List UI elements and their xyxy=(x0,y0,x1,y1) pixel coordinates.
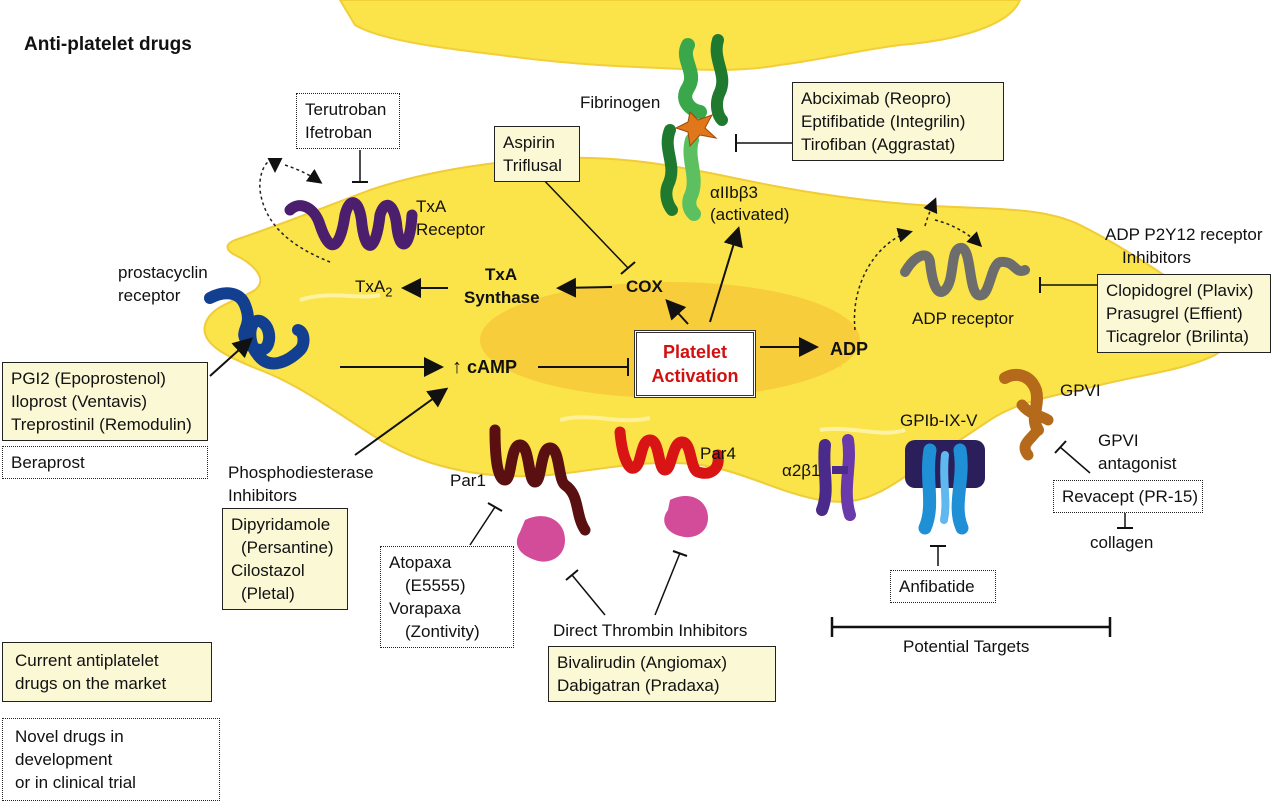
diagram-title: Anti-platelet drugs xyxy=(24,34,192,55)
par4-shape xyxy=(614,426,724,538)
txa-synthase-label-1: TxA xyxy=(485,265,518,284)
legend-text: development xyxy=(15,750,113,769)
camp-text: cAMP xyxy=(467,357,518,377)
par1-label: Par1 xyxy=(450,471,486,490)
drug-name: Bivalirudin (Angiomax) xyxy=(557,653,728,672)
drug-name: (E5555) xyxy=(405,576,466,595)
drug-name: (Zontivity) xyxy=(405,622,480,641)
drug-name: Prasugrel (Effient) xyxy=(1106,304,1243,323)
adp-receptor-label: ADP receptor xyxy=(912,309,1014,328)
terutroban-box: Terutroban Ifetroban xyxy=(296,93,400,149)
drug-name: Iloprost (Ventavis) xyxy=(11,392,148,411)
dipyridamole-box: Dipyridamole (Persantine) Cilostazol (Pl… xyxy=(222,508,348,610)
drug-name: Beraprost xyxy=(11,453,85,472)
gpvi-antagonist-caption-1: GPVI xyxy=(1098,431,1139,450)
legend-text: or in clinical trial xyxy=(15,773,136,792)
txa-receptor-label-1: TxA xyxy=(416,197,447,216)
drug-name: Abciximab (Reopro) xyxy=(801,89,952,108)
fibrinogen-label: Fibrinogen xyxy=(580,93,661,112)
drug-name: PGI2 (Epoprostenol) xyxy=(11,369,166,388)
camp-arrow: ↑ xyxy=(452,356,462,378)
drug-name: Treprostinil (Remodulin) xyxy=(11,415,192,434)
revacept-box: Revacept (PR-15) xyxy=(1053,480,1203,513)
aspirin-box: Aspirin Triflusal xyxy=(494,126,580,182)
txa-receptor-shape xyxy=(284,197,418,251)
legend-text: Novel drugs in xyxy=(15,727,124,746)
drug-name: Anfibatide xyxy=(899,577,975,596)
integrin-shape xyxy=(660,34,729,221)
adp-label: ADP xyxy=(830,339,869,359)
legend-novel: Novel drugs in development or in clinica… xyxy=(2,718,220,801)
drug-name: Aspirin xyxy=(503,133,555,152)
drug-name: Dipyridamole xyxy=(231,515,331,534)
p2y12-caption-2: Inhibitors xyxy=(1122,248,1191,267)
gpib-label: GPIb-IX-V xyxy=(900,411,978,430)
prostacyclin-label-2: receptor xyxy=(118,286,181,305)
drug-name: Ticagrelor (Brilinta) xyxy=(1106,327,1249,346)
gpib-shape xyxy=(905,440,985,535)
pde-caption-1: Phosphodiesterase xyxy=(228,463,374,482)
clopidogrel-box: Clopidogrel (Plavix) Prasugrel (Effient)… xyxy=(1097,274,1271,353)
adp-receptor-shape xyxy=(900,243,1030,301)
camp-label: ↑ cAMP xyxy=(452,356,517,378)
drug-name: Eptifibatide (Integrilin) xyxy=(801,112,966,131)
cox-label: COX xyxy=(626,277,663,296)
gpvi-label: GPVI xyxy=(1060,381,1101,400)
beraprost-box: Beraprost xyxy=(2,446,208,479)
activation-label-2: Activation xyxy=(651,366,739,386)
txa2-subscript: 2 xyxy=(385,284,393,300)
drug-name: (Persantine) xyxy=(241,538,334,557)
legend-text: Current antiplatelet xyxy=(15,651,159,670)
prostacyclin-label-1: prostacyclin xyxy=(118,263,208,282)
drug-name: Terutroban xyxy=(305,100,387,119)
gpvi-shape xyxy=(999,368,1054,461)
gpvi-antagonist-caption-2: antagonist xyxy=(1098,454,1177,473)
drug-name: Tirofiban (Aggrastat) xyxy=(801,135,956,154)
txa-receptor-label-2: Receptor xyxy=(416,220,485,239)
drug-name: Clopidogrel (Plavix) xyxy=(1106,281,1254,300)
a2b1-label: α2β1 xyxy=(782,461,821,480)
atopaxa-box: Atopaxa (E5555) Vorapaxa (Zontivity) xyxy=(380,546,514,648)
par1-shape xyxy=(489,424,591,562)
drug-name: Ifetroban xyxy=(305,123,373,142)
abciximab-box: Abciximab (Reopro) Eptifibatide (Integri… xyxy=(792,82,1004,161)
legend-current: Current antiplatelet drugs on the market xyxy=(2,642,212,702)
integrin-label-1: αIIbβ3 xyxy=(710,183,758,202)
platelet-activation-box: Platelet Activation xyxy=(634,330,756,398)
drug-name: (Pletal) xyxy=(241,584,295,603)
activation-label-1: Platelet xyxy=(662,342,728,362)
collagen-caption: collagen xyxy=(1090,533,1154,552)
pgi2-box: PGI2 (Epoprostenol) Iloprost (Ventavis) … xyxy=(2,362,208,441)
txa2-text: TxA xyxy=(355,277,386,296)
prostacyclin-receptor-shape xyxy=(204,287,310,370)
dti-caption: Direct Thrombin Inhibitors xyxy=(553,621,748,640)
potential-targets-caption: Potential Targets xyxy=(903,637,1030,656)
txa-synthase-label-2: Synthase xyxy=(464,288,540,307)
a2b1-shape xyxy=(816,434,856,521)
drug-name: Vorapaxa xyxy=(389,599,461,618)
anfibatide-box: Anfibatide xyxy=(890,570,996,603)
legend-text: drugs on the market xyxy=(15,674,167,693)
drug-name: Cilostazol xyxy=(231,561,305,580)
drug-name: Revacept (PR-15) xyxy=(1062,487,1199,506)
par4-label: Par4 xyxy=(700,444,736,463)
platelet-top-blob xyxy=(338,0,1022,71)
integrin-label-2: (activated) xyxy=(710,205,790,224)
pde-caption-2: Inhibitors xyxy=(228,486,297,505)
bivalirudin-box: Bivalirudin (Angiomax) Dabigatran (Prada… xyxy=(548,646,776,702)
p2y12-caption-1: ADP P2Y12 receptor xyxy=(1105,225,1263,244)
txa2-label: TxA2 xyxy=(355,276,392,303)
drug-name: Atopaxa xyxy=(389,553,452,572)
drug-name: Dabigatran (Pradaxa) xyxy=(557,676,720,695)
drug-name: Triflusal xyxy=(503,156,562,175)
